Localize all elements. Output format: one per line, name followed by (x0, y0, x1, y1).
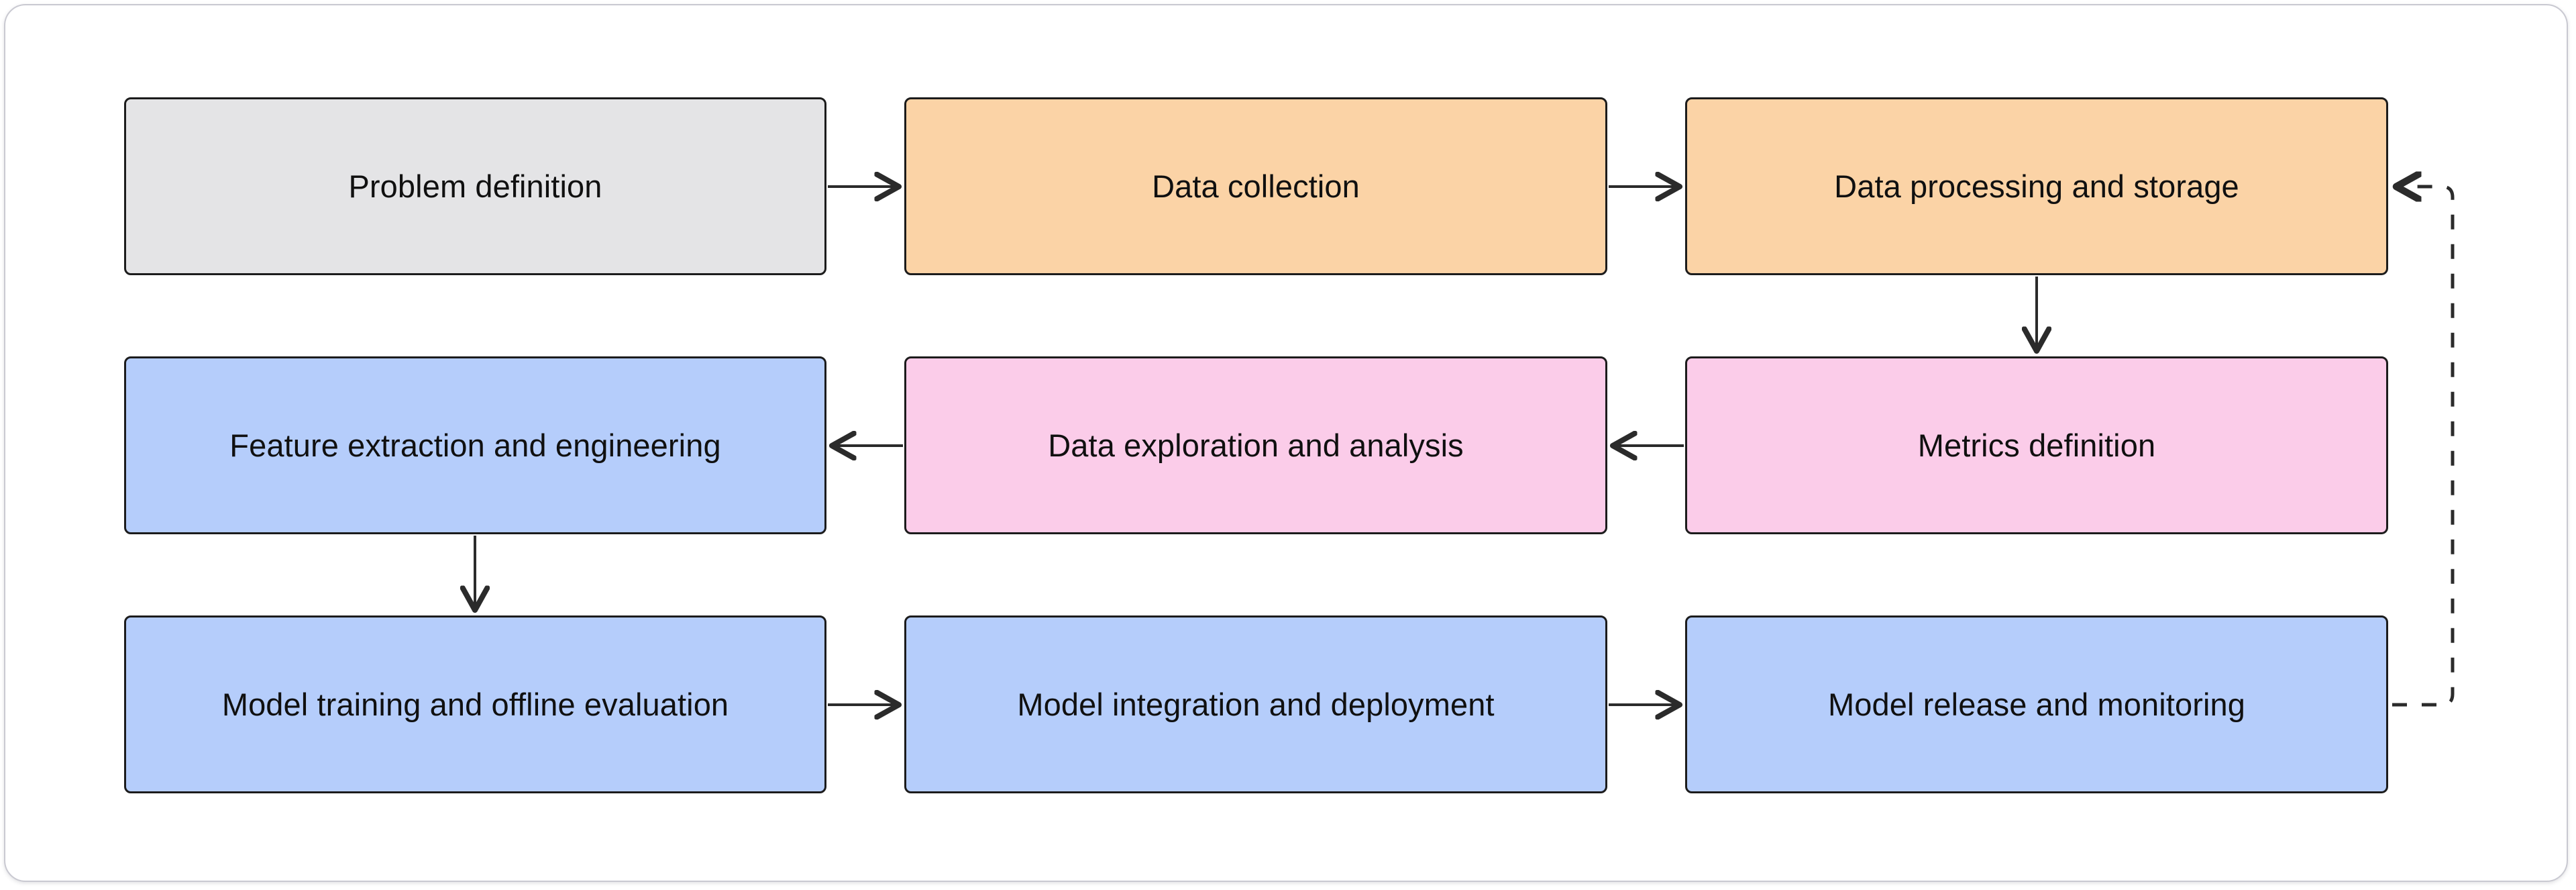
node-label-model-training-and-offline-evaluation: Model training and offline evaluation (221, 686, 729, 722)
node-label-metrics-definition: Metrics definition (1917, 427, 2156, 463)
node-problem-definition[interactable]: Problem definition (124, 97, 826, 275)
node-model-integration-and-deployment[interactable]: Model integration and deployment (904, 615, 1607, 793)
node-label-problem-definition: Problem definition (348, 168, 602, 204)
node-data-exploration-and-analysis[interactable]: Data exploration and analysis (904, 356, 1607, 534)
node-model-release-and-monitoring[interactable]: Model release and monitoring (1685, 615, 2388, 793)
node-label-model-release-and-monitoring: Model release and monitoring (1828, 686, 2245, 722)
node-label-data-exploration-and-analysis: Data exploration and analysis (1048, 427, 1464, 463)
node-label-feature-extraction-and-engineering: Feature extraction and engineering (229, 427, 721, 463)
node-data-collection[interactable]: Data collection (904, 97, 1607, 275)
node-label-model-integration-and-deployment: Model integration and deployment (1017, 686, 1495, 722)
node-data-processing-and-storage[interactable]: Data processing and storage (1685, 97, 2388, 275)
node-metrics-definition[interactable]: Metrics definition (1685, 356, 2388, 534)
node-model-training-and-offline-evaluation[interactable]: Model training and offline evaluation (124, 615, 826, 793)
node-feature-extraction-and-engineering[interactable]: Feature extraction and engineering (124, 356, 826, 534)
node-label-data-processing-and-storage: Data processing and storage (1834, 168, 2239, 204)
node-label-data-collection: Data collection (1152, 168, 1360, 204)
